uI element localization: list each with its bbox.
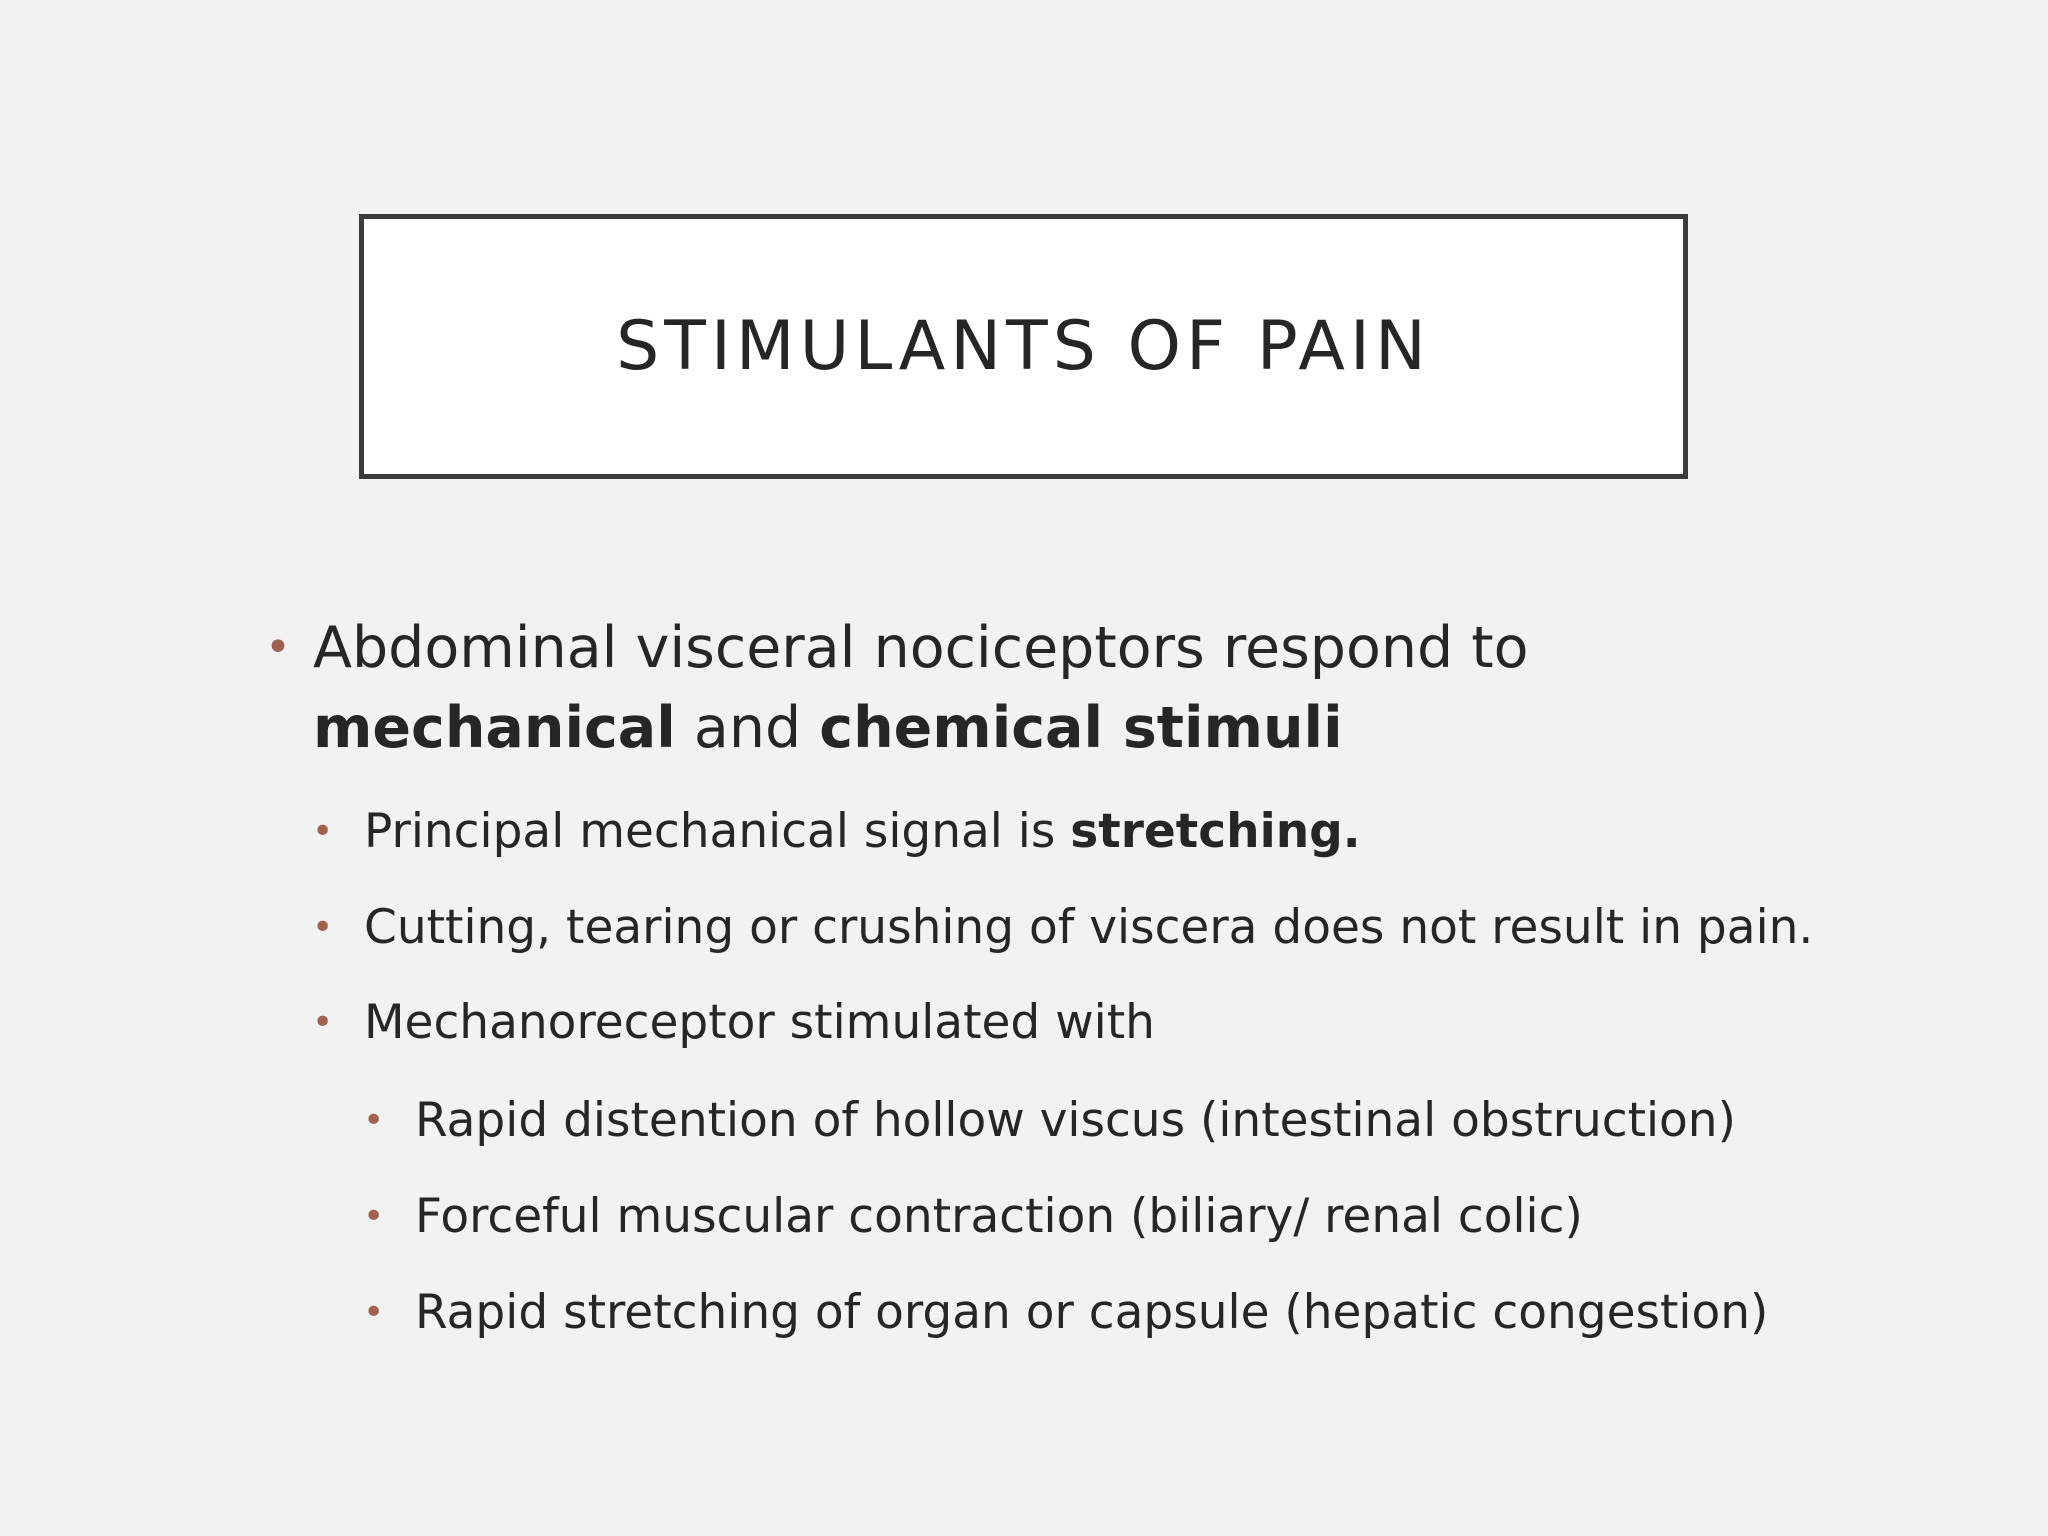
bullet-text: Rapid stretching of organ or capsule (he… — [415, 1285, 1769, 1340]
bullet-dot: • — [363, 1292, 385, 1333]
bullet-level3-distention: • Rapid distention of hollow viscus (int… — [363, 1089, 1736, 1153]
bullet-level2-mechanoreceptor: • Mechanoreceptor stimulated with — [312, 991, 1155, 1055]
bold-term-stretching: stretching. — [1070, 804, 1361, 859]
bullet-text: Rapid distention of hollow viscus (intes… — [415, 1093, 1736, 1148]
bullet-text: Forceful muscular contraction (biliary/ … — [415, 1189, 1583, 1244]
bullet-text: Mechanoreceptor stimulated with — [364, 995, 1155, 1050]
bullet-text: Principal mechanical signal is — [364, 804, 1071, 859]
bullet-dot: • — [265, 622, 291, 673]
bullet-text: Abdominal visceral nociceptors respond t… — [313, 615, 1529, 681]
bold-term-mechanical: mechanical — [313, 695, 676, 761]
bullet-level2-cutting: • Cutting, tearing or crushing of viscer… — [312, 896, 1814, 960]
bullet-level1-line1: • Abdominal visceral nociceptors respond… — [265, 608, 1529, 688]
bullet-dot: • — [363, 1100, 385, 1141]
bullet-dot: • — [312, 811, 334, 852]
bullet-level3-contraction: • Forceful muscular contraction (biliary… — [363, 1185, 1583, 1249]
bullet-level1-line2: mechanical and chemical stimuli — [313, 688, 1343, 768]
bullet-dot: • — [363, 1196, 385, 1237]
slide-title: STIMULANTS OF PAIN — [616, 307, 1431, 386]
bullet-text: Cutting, tearing or crushing of viscera … — [364, 900, 1814, 955]
bullet-level2-stretching: • Principal mechanical signal is stretch… — [312, 800, 1361, 864]
bullet-dot: • — [312, 1002, 334, 1043]
bullet-dot: • — [312, 907, 334, 948]
bold-term-chemical: chemical stimuli — [819, 695, 1343, 761]
title-box: STIMULANTS OF PAIN — [359, 214, 1688, 479]
bullet-level3-capsule: • Rapid stretching of organ or capsule (… — [363, 1281, 1769, 1345]
connector-text: and — [675, 695, 820, 761]
